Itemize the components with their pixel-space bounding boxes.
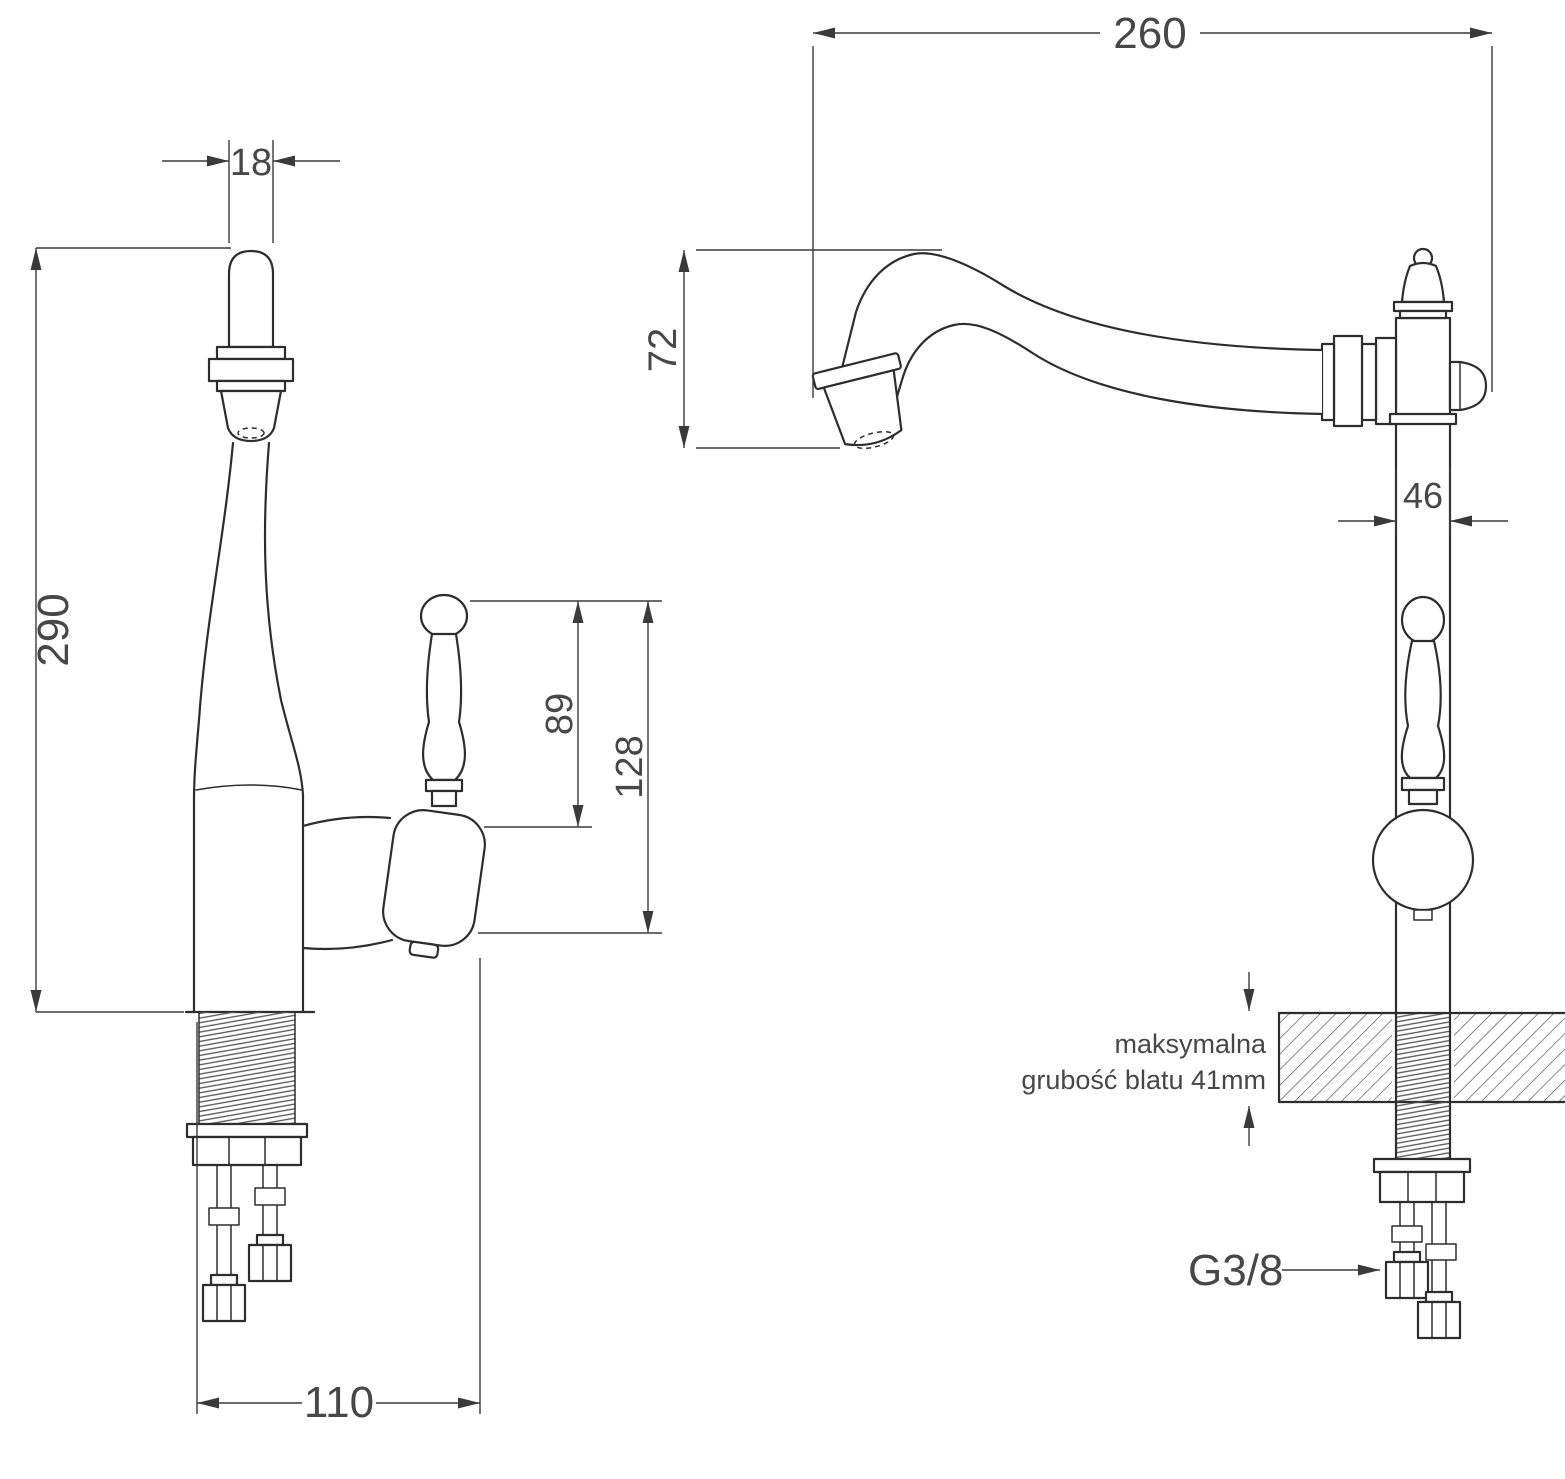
- dim-260-label: 260: [1113, 9, 1186, 58]
- right-handle-ball-nub: [1413, 909, 1433, 921]
- left-handle-housing: [382, 809, 486, 959]
- left-hose-b-hex: [247, 1243, 293, 1283]
- right-thread-shank: [1397, 1014, 1449, 1158]
- counter-note-line1: maksymalna: [1114, 1029, 1267, 1059]
- left-mount-nut: [191, 1135, 303, 1167]
- counter-note-line2: grubość blatu 41mm: [1021, 1065, 1266, 1095]
- left-hose-b-collar: [255, 1233, 285, 1247]
- left-stud-a-nut: [208, 1207, 240, 1226]
- dim-72-label: 72: [641, 328, 685, 373]
- right-hose-b-facets: [1431, 1301, 1447, 1339]
- right-body-collar: [1388, 412, 1458, 426]
- left-spout-flange-2: [215, 379, 287, 393]
- left-spout-collar: [207, 357, 295, 383]
- left-shank-edges: [198, 1011, 296, 1125]
- left-thread-shank: [199, 1012, 295, 1124]
- thread-size-label: G3/8: [1188, 1246, 1283, 1295]
- right-handle-flange: [1400, 776, 1446, 792]
- left-aerator: [219, 389, 283, 443]
- right-finial-ring-a: [1392, 300, 1454, 313]
- left-hose-b-facets: [262, 1244, 278, 1282]
- countertop-hatch-left: [1279, 1013, 1392, 1102]
- right-handle-knob: [1400, 595, 1446, 645]
- left-hose-a-collar: [209, 1273, 239, 1287]
- right-hose-a-hex: [1384, 1260, 1430, 1300]
- left-body-fill: [194, 443, 303, 1012]
- right-dimensions: 260 72 46 maksymalna grubość blatu 41mm …: [641, 9, 1508, 1295]
- right-spout-ring-d: [1320, 342, 1336, 422]
- dim-128-label: 128: [609, 735, 651, 798]
- right-spout-fill: [842, 253, 1322, 414]
- left-housing-top-link: [301, 815, 392, 828]
- right-hose-b-collar: [1424, 1290, 1454, 1304]
- left-hose-a-facets: [216, 1284, 232, 1322]
- dim-89-label: 89: [539, 693, 581, 735]
- left-handle-flange: [424, 778, 464, 793]
- left-mount-nut-facets: [228, 1136, 266, 1166]
- left-spout-flange-1: [215, 345, 287, 361]
- right-washer: [1372, 1157, 1472, 1174]
- right-view: 260 72 46 maksymalna grubość blatu 41mm …: [641, 9, 1565, 1340]
- left-body-seam: [195, 784, 303, 791]
- right-spout-top-edge: [840, 252, 1324, 370]
- right-hose-b-hex: [1416, 1300, 1462, 1340]
- left-stud-b-nut: [254, 1187, 286, 1206]
- right-stud-b-nut: [1425, 1243, 1457, 1261]
- dim-46-label: 46: [1403, 475, 1443, 516]
- right-finial-ring-b: [1398, 309, 1448, 320]
- countertop-hatch-right: [1454, 1013, 1565, 1102]
- right-mount-nut: [1378, 1170, 1466, 1204]
- left-washer: [185, 1122, 309, 1139]
- right-mount-nut-facets: [1407, 1171, 1437, 1203]
- right-spout-ring-c: [1332, 334, 1364, 428]
- right-handle-neck: [1407, 788, 1439, 806]
- left-handle-knob: [419, 593, 469, 639]
- left-dimensions: 18 290 89 128 110: [29, 140, 662, 1427]
- right-stud-a-nut: [1391, 1225, 1423, 1243]
- left-housing-bottom-link: [301, 938, 394, 951]
- right-spout-ring-a: [1374, 336, 1398, 426]
- right-hose-a-collar: [1392, 1250, 1422, 1264]
- dim-290-label: 290: [29, 593, 78, 666]
- right-side-cap: [1448, 360, 1488, 412]
- right-spout-outlet: [811, 352, 903, 450]
- right-hose-a-facets: [1399, 1261, 1415, 1299]
- right-finial-cone: [1400, 261, 1446, 304]
- left-neck-left-edge: [192, 441, 235, 1014]
- left-view: 18 290 89 128 110: [29, 140, 662, 1427]
- left-neck-right-edge: [263, 441, 305, 1014]
- left-aerator-face: [237, 427, 265, 439]
- left-handle-stem: [421, 632, 467, 782]
- dim-110-label: 110: [304, 1378, 374, 1427]
- left-hose-a-hex: [201, 1283, 247, 1323]
- right-handle-stem: [1400, 639, 1446, 780]
- left-spout-tube: [227, 249, 275, 349]
- dim-18-label: 18: [230, 142, 272, 184]
- left-handle-neck: [430, 789, 458, 808]
- right-spout-bottom-edge: [894, 322, 1324, 416]
- right-spout-ring-b: [1360, 342, 1378, 422]
- right-handle-ball: [1371, 808, 1475, 912]
